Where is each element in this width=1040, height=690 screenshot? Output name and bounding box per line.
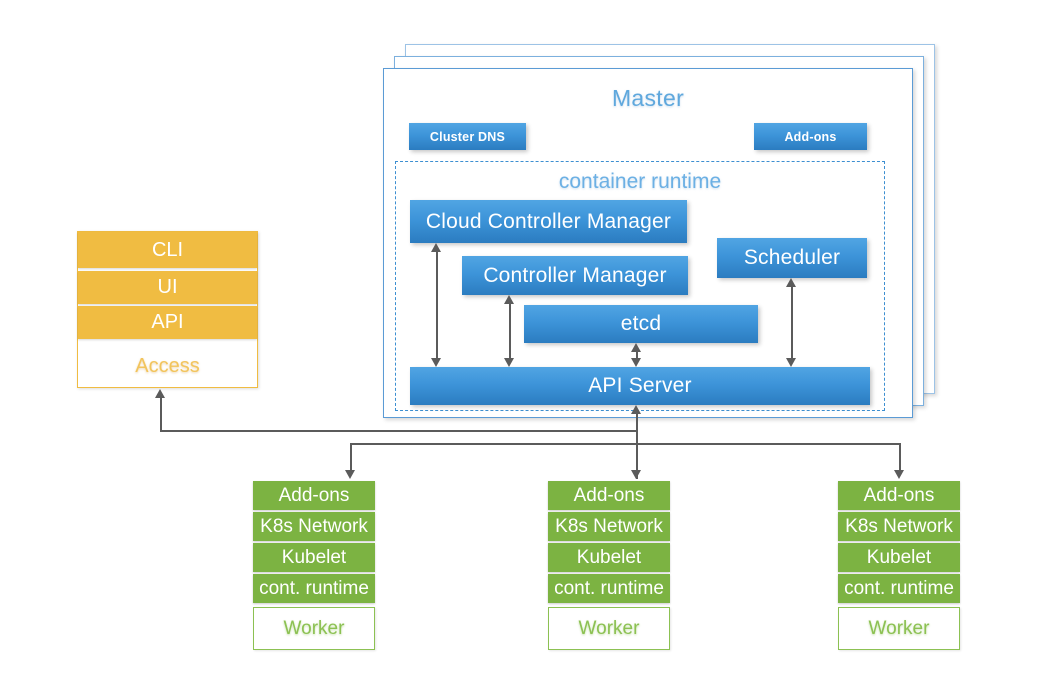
scheduler-box[interactable]: Scheduler [717,238,867,278]
cloud-controller-manager-box[interactable]: Cloud Controller Manager [410,200,687,243]
worker-1-row-k8s-network[interactable]: K8s Network [253,512,375,541]
arrowhead-down-ccm [431,358,441,367]
worker-1-row-kubelet[interactable]: Kubelet [253,543,375,572]
worker-3-footer-label: Worker [838,607,960,650]
worker-2-footer-label: Worker [548,607,670,650]
cluster-dns-box[interactable]: Cluster DNS [409,123,526,150]
arrowhead-up-etcd [631,343,641,352]
worker-2-row-cont-runtime[interactable]: cont. runtime [548,574,670,603]
arrowhead-up-access [155,389,165,398]
connector-drop-worker-1 [350,443,352,471]
worker-3-row-addons[interactable]: Add-ons [838,481,960,510]
worker-1-row-cont-runtime[interactable]: cont. runtime [253,574,375,603]
connector-drop-worker-3 [899,443,901,471]
arrowhead-down-scheduler [786,358,796,367]
worker-3-row-cont-runtime[interactable]: cont. runtime [838,574,960,603]
connector-riser-access [160,396,162,431]
access-row-api[interactable]: API [78,306,257,339]
arrowhead-down-worker-2 [631,470,641,479]
master-title: Master [611,85,685,111]
access-row-ui[interactable]: UI [78,271,257,304]
worker-2-row-k8s-network[interactable]: K8s Network [548,512,670,541]
worker-3-row-kubelet[interactable]: Kubelet [838,543,960,572]
arrowhead-up-apiserver-trunk [631,405,641,414]
worker-1-footer-label: Worker [253,607,375,650]
connector-bus-access [160,430,638,432]
connector-apiserver-trunk [636,411,638,479]
api-server-box[interactable]: API Server [410,367,870,405]
master-addons-box[interactable]: Add-ons [754,123,867,150]
arrowhead-down-worker-1 [345,470,355,479]
worker-2-row-kubelet[interactable]: Kubelet [548,543,670,572]
worker-3-row-k8s-network[interactable]: K8s Network [838,512,960,541]
arrowhead-up-cm [504,295,514,304]
arrowhead-up-ccm [431,243,441,252]
access-footer-label: Access [78,345,257,387]
worker-2-row-addons[interactable]: Add-ons [548,481,670,510]
connector-ccm-apiserver [436,249,438,362]
connector-scheduler-apiserver [791,284,793,362]
connector-cm-apiserver [509,301,511,362]
worker-1-row-addons[interactable]: Add-ons [253,481,375,510]
arrowhead-up-scheduler [786,278,796,287]
access-row-cli[interactable]: CLI [78,232,257,268]
arrowhead-down-worker-3 [894,470,904,479]
controller-manager-box[interactable]: Controller Manager [462,256,688,295]
arrowhead-down-etcd [631,358,641,367]
arrowhead-down-cm [504,358,514,367]
connector-bus-workers [350,443,901,445]
etcd-box[interactable]: etcd [524,305,758,343]
connector-etcd-apiserver [636,349,638,362]
container-runtime-title: container runtime [558,170,722,193]
